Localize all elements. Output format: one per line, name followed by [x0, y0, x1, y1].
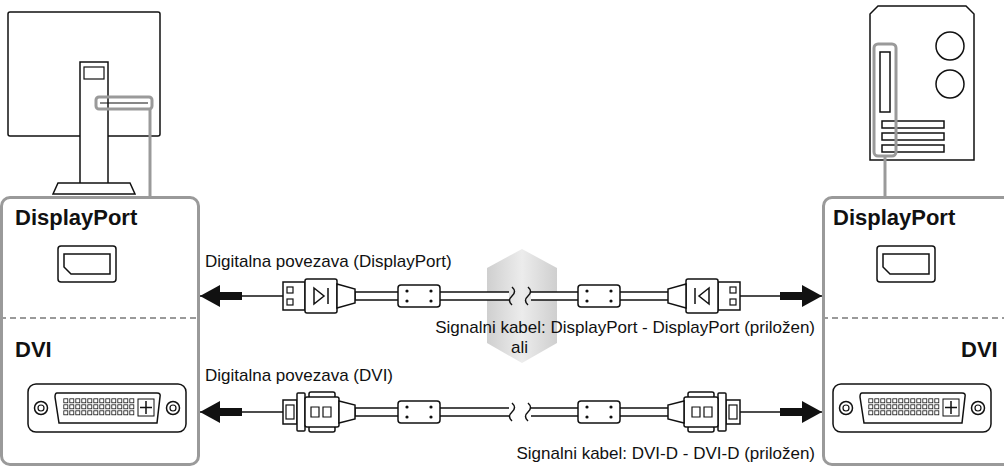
port-panel: DisplayPortDVI [0, 196, 200, 466]
port-heading: DisplayPort [15, 205, 137, 231]
or-word: ali [511, 338, 528, 358]
connection-label: Digitalna povezava (DVI) [205, 366, 393, 386]
cable-note: Signalni kabel: DVI-D - DVI-D (priložen) [516, 444, 815, 464]
pc-illustration [870, 6, 974, 196]
dvi-socket [28, 384, 186, 432]
cable-note: Signalni kabel: DisplayPort - DisplayPor… [435, 318, 815, 338]
displayport-socket [58, 246, 116, 282]
alternative-arrow [487, 249, 557, 363]
monitor-illustration [8, 12, 160, 196]
dvi-cable [218, 392, 804, 432]
dvi-socket [833, 384, 991, 432]
divider-line [0, 317, 200, 319]
port-panel: DisplayPortDVI [822, 196, 1004, 466]
connection-label: Digitalna povezava (DisplayPort) [205, 252, 452, 272]
port-heading: DVI [961, 337, 998, 363]
port-heading: DVI [15, 337, 52, 363]
displayport-socket [877, 246, 935, 282]
divider-line [822, 317, 1004, 319]
port-heading: DisplayPort [833, 205, 955, 231]
displayport-cable [218, 279, 804, 313]
